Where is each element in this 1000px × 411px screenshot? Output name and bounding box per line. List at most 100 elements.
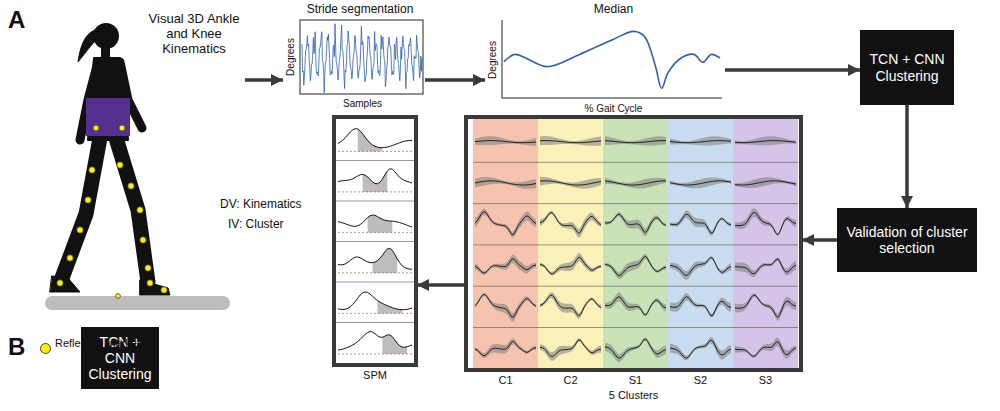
node-text: S1 <box>603 374 668 387</box>
walker-figure <box>50 23 170 295</box>
row-divider <box>336 160 414 161</box>
mean-curve <box>540 257 601 274</box>
node-text: C1 <box>473 374 538 387</box>
threshold-line <box>338 313 412 314</box>
sd-band <box>540 292 601 319</box>
mean-curve <box>735 213 796 235</box>
mean-curve <box>670 214 731 233</box>
sd-band <box>605 136 666 145</box>
panel-letter: B <box>8 333 25 361</box>
threshold-line <box>338 272 412 273</box>
node-text: % Gait Cycle <box>502 103 725 115</box>
sd-band <box>670 210 731 235</box>
sd-band <box>475 338 536 358</box>
legend-swatch <box>40 343 51 354</box>
mean-curve <box>475 181 536 185</box>
chart-panel: Stride segmentationDegreesSamples <box>283 2 425 114</box>
process-box: TCN + CNN Clustering <box>81 327 159 389</box>
sd-band <box>670 256 731 280</box>
cluster-column <box>733 119 798 368</box>
box-text: TCN + CNN Clustering <box>866 51 948 83</box>
row-divider <box>336 201 414 202</box>
spm-curve <box>338 169 412 184</box>
mean-curve <box>540 181 601 185</box>
sd-band <box>735 177 796 188</box>
mean-curve <box>540 295 601 316</box>
mean-curve <box>735 342 796 357</box>
row-divider <box>336 282 414 283</box>
panel-letter: A <box>8 6 25 34</box>
median-plot-axes <box>502 20 722 98</box>
legend-text: Reflective Markers <box>55 337 146 350</box>
mean-curve <box>605 256 666 275</box>
sd-band <box>670 337 731 361</box>
sd-band <box>670 136 731 145</box>
node-text: Samples <box>300 98 425 110</box>
cluster-column <box>603 119 668 368</box>
node-text: Stride segmentation <box>295 3 425 17</box>
sd-band <box>540 253 601 276</box>
sd-band <box>475 177 536 189</box>
node-text: Degrees <box>285 38 297 76</box>
cluster-frame <box>466 117 801 370</box>
flow-arrow <box>802 238 837 242</box>
row-divider <box>336 241 414 242</box>
sd-band <box>540 211 601 238</box>
spm-curve <box>338 129 412 148</box>
node-text: S3 <box>733 374 798 387</box>
mean-curve <box>475 212 536 235</box>
stride-line <box>302 24 422 93</box>
sd-band <box>735 208 796 236</box>
node-text: Median <box>502 3 725 17</box>
process-box: TCN + CNN Clustering <box>860 30 954 105</box>
mean-curve <box>670 297 731 316</box>
threshold-line <box>338 191 412 192</box>
sd-band <box>475 209 536 238</box>
flow-arrow <box>905 105 909 208</box>
cluster-panel <box>473 119 798 368</box>
row-divider <box>473 286 798 287</box>
sd-band <box>735 337 796 359</box>
mean-curve <box>540 340 601 357</box>
mean-curve <box>475 141 536 143</box>
mean-curve <box>605 141 666 143</box>
sd-band <box>670 178 731 189</box>
sd-band <box>605 337 666 362</box>
node-text: SPM <box>333 369 417 382</box>
mean-curve <box>475 341 536 355</box>
walker-node: Visual 3D Ankle and Knee Kinematics <box>35 8 245 326</box>
mean-curve <box>735 141 796 143</box>
sd-band <box>735 257 796 277</box>
sd-band <box>670 293 731 318</box>
node-text: C2 <box>538 374 603 387</box>
flow-arrow <box>417 283 465 287</box>
sd-band <box>540 338 601 361</box>
threshold-line <box>338 353 412 354</box>
mean-curve <box>605 214 666 232</box>
mean-curve <box>605 339 666 358</box>
sd-band <box>605 178 666 189</box>
node-text: S2 <box>668 374 733 387</box>
mean-curve <box>540 213 601 234</box>
mean-curve <box>475 295 536 318</box>
sd-band <box>605 292 666 316</box>
sd-band <box>540 136 601 146</box>
sd-band <box>605 212 666 236</box>
mean-curve <box>540 141 601 143</box>
treadmill <box>45 296 230 310</box>
sd-band <box>475 254 536 274</box>
sd-band <box>735 293 796 321</box>
cluster-column <box>538 119 603 368</box>
median-line <box>504 31 720 88</box>
sd-band <box>735 136 796 145</box>
mean-curve <box>475 259 536 273</box>
flow-arrow <box>725 68 860 72</box>
flow-arrow <box>245 78 283 82</box>
stride-plot-frame <box>300 20 423 94</box>
flow-arrow <box>425 78 485 82</box>
annotation: IV: Cluster <box>228 218 284 232</box>
row-divider <box>473 327 798 328</box>
mean-curve <box>670 181 731 185</box>
row-divider <box>473 244 798 245</box>
